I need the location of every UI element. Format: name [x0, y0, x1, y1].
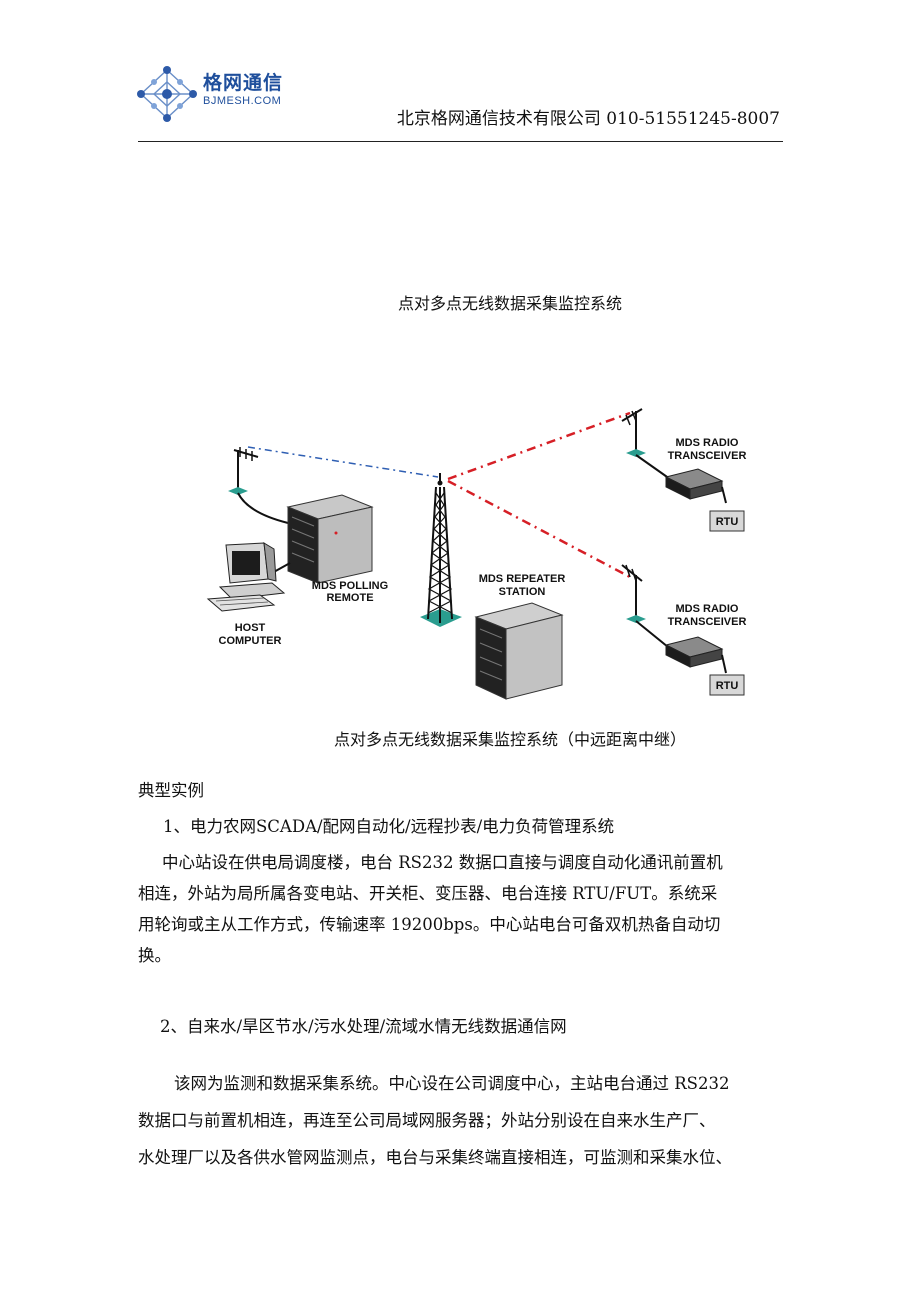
- item-2-line-3: 水处理厂以及各供水管网监测点，电台与采集终端直接相连，可监测和采集水位、: [138, 1148, 732, 1167]
- label-host-2: COMPUTER: [219, 635, 282, 647]
- antenna-icon-remote-2: [621, 564, 669, 648]
- item-2-line-1: 该网为监测和数据采集系统。中心设在公司调度中心，主站电台通过 RS232: [174, 1074, 730, 1093]
- item-2-line-2: 数据口与前置机相连，再连至公司局域网服务器；外站分别设在自来水生产厂、: [138, 1111, 716, 1130]
- link-repeater-to-remote-2: [447, 479, 631, 579]
- host-computer-icon: [206, 542, 286, 612]
- label-repeater-1: MDS REPEATER: [479, 573, 566, 585]
- item-2-heading: 2、自来水/旱区节水/污水处理/流域水情无线数据通信网: [160, 1017, 567, 1036]
- rtu-box-2: [709, 674, 745, 696]
- repeater-tower-icon: [420, 473, 462, 627]
- section-title: 典型实例: [138, 781, 204, 800]
- header-divider: [138, 141, 783, 142]
- company-contact-line: 北京格网通信技术有限公司 010-51551245-8007: [396, 109, 780, 129]
- label-transceiver-1: TRANSCEIVER: [668, 450, 747, 462]
- rtu-box-1: [709, 510, 745, 532]
- item-1-line-2: 相连，外站为局所属各变电站、开关柜、变压器、电台连接 RTU/FUT。系统采: [138, 884, 718, 903]
- logo-url: BJMESH.COM: [203, 95, 282, 107]
- repeater-station-rack-icon: [474, 602, 564, 700]
- item-1-line-4: 换。: [138, 946, 171, 965]
- item-1-paragraph: 中心站设在供电局调度楼，电台 RS232 数据口直接与调度自动化通讯前置机 相连…: [138, 847, 788, 971]
- item-1-heading: 1、电力农网SCADA/配网自动化/远程抄表/电力负荷管理系统: [163, 817, 615, 836]
- label-transceiver-2: TRANSCEIVER: [668, 616, 747, 628]
- diagram-caption: 点对多点无线数据采集监控系统（中远距离中继）: [333, 730, 686, 749]
- document-title: 点对多点无线数据采集监控系统: [397, 294, 622, 313]
- radio-transceiver-icon-2: [664, 636, 727, 674]
- label-repeater-2: STATION: [499, 586, 546, 598]
- item-1-line-1: 中心站设在供电局调度楼，电台 RS232 数据口直接与调度自动化通讯前置机: [162, 853, 723, 872]
- item-2-paragraph: 该网为监测和数据采集系统。中心设在公司调度中心，主站电台通过 RS232 数据口…: [138, 1065, 788, 1176]
- label-mds-radio-1: MDS RADIO: [676, 437, 739, 449]
- label-mds-radio-2: MDS RADIO: [676, 603, 739, 615]
- polling-remote-rack-icon: [286, 494, 374, 584]
- antenna-icon-polling: [228, 447, 289, 524]
- label-polling-2: REMOTE: [326, 592, 373, 604]
- label-rtu-2: RTU: [716, 680, 739, 692]
- label-rtu-1: RTU: [716, 516, 739, 528]
- radio-transceiver-icon-1: [664, 468, 727, 504]
- network-diagram: MDS RADIO TRANSCEIVER RTU MDS RADIO TRAN…: [206, 408, 747, 700]
- label-host-1: HOST: [235, 622, 266, 634]
- antenna-icon-remote-1: [621, 408, 671, 480]
- company-logo-icon: [137, 66, 197, 122]
- logo-text: 格网通信 BJMESH.COM: [203, 72, 283, 108]
- logo-name: 格网通信: [203, 72, 284, 94]
- item-1-line-3: 用轮询或主从工作方式，传输速率 19200bps。中心站电台可备双机热备自动切: [138, 915, 721, 934]
- label-polling-1: MDS POLLING: [312, 580, 388, 592]
- link-polling-to-repeater: [247, 446, 439, 478]
- link-repeater-to-remote-1: [447, 411, 631, 481]
